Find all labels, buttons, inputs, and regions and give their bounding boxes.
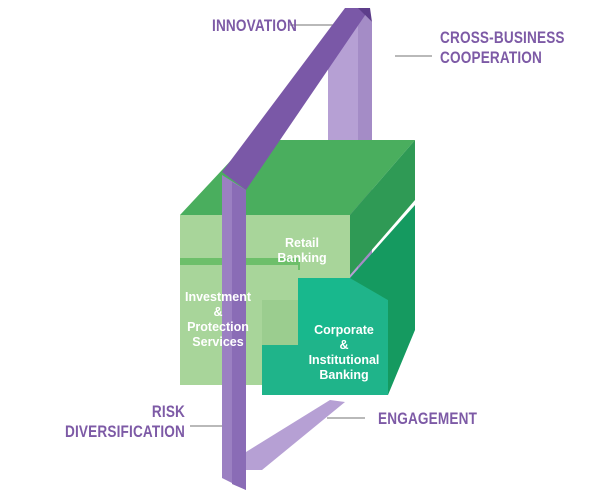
retail-banking-label: Retail Banking	[262, 236, 342, 266]
retail-label-line-2: Banking	[277, 251, 327, 265]
risk-diversification-label: RISK DIVERSIFICATION	[65, 402, 185, 442]
innovation-label-line-1: INNOVATION	[212, 16, 297, 35]
corporate-front-highlight	[298, 278, 350, 340]
risk-label-line-2: DIVERSIFICATION	[64, 422, 185, 441]
cross-business-cooperation-label: CROSS-BUSINESS COOPERATION	[440, 28, 565, 68]
engagement-label-line-1: ENGAGEMENT	[378, 409, 478, 428]
investment-label-line-4: Services	[192, 335, 244, 349]
frame-bottom-connector-bar	[246, 400, 345, 470]
cube-right-face-upper	[350, 140, 415, 275]
cross-business-label-line-1: CROSS-BUSINESS	[440, 28, 565, 47]
corporate-label-line-2: &	[339, 338, 349, 352]
frame-diagonal-bar-top	[345, 8, 372, 22]
investment-protection-label: Investment & Protection Services	[172, 290, 264, 350]
corporate-label-line-4: Banking	[319, 368, 369, 382]
corporate-institutional-label: Corporate & Institutional Banking	[298, 323, 390, 383]
investment-label-line-1: Investment	[185, 290, 251, 304]
frame-diagonal-bar	[222, 8, 370, 190]
callout-leader-lines	[190, 24, 432, 427]
investment-inner-step	[262, 300, 298, 345]
frame-left-vertical-shade	[232, 182, 246, 490]
corporate-right-face	[350, 205, 415, 395]
corporate-label-line-3: Institutional	[308, 353, 380, 367]
innovation-label: INNOVATION	[212, 16, 297, 36]
corporate-label-line-1: Corporate	[314, 323, 374, 337]
risk-label-line-1: RISK	[151, 402, 185, 421]
investment-label-line-2: &	[213, 305, 223, 319]
engagement-label: ENGAGEMENT	[378, 409, 477, 429]
investment-label-line-3: Protection	[187, 320, 249, 334]
retail-label-line-1: Retail	[284, 236, 320, 250]
cross-business-label-line-2: COOPERATION	[440, 48, 543, 67]
